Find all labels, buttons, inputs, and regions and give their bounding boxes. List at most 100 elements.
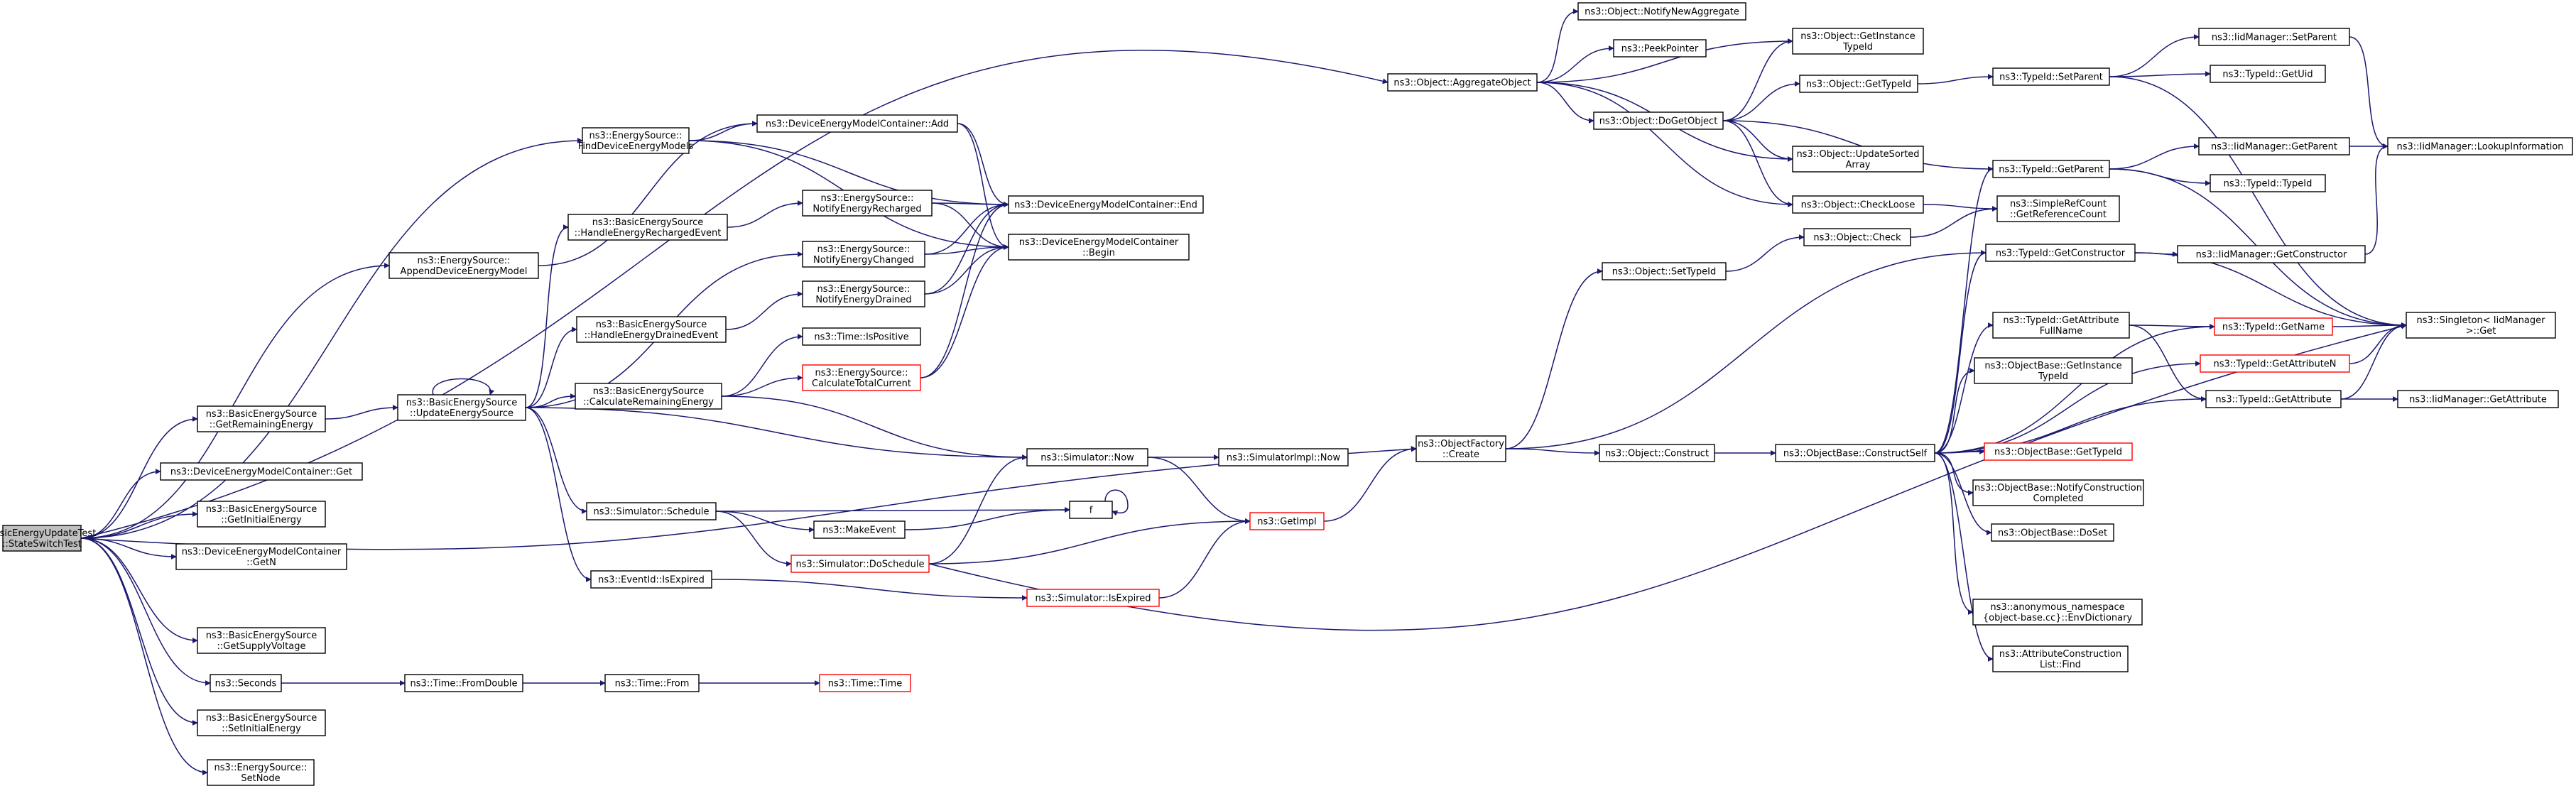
edge-demcAdd-to-demcBegin <box>957 123 1009 250</box>
edge-doGetObject-to-objGetTypeId <box>1722 81 1800 121</box>
node-box <box>197 627 326 654</box>
node-checkLoose[interactable]: ns3::Object::CheckLoose <box>1792 195 1924 214</box>
node-f[interactable]: f <box>1069 501 1113 519</box>
node-notifyNewAggregate[interactable]: ns3::Object::NotifyNewAggregate <box>1577 2 1746 21</box>
node-doGetObject[interactable]: ns3::Object::DoGetObject <box>1593 111 1724 130</box>
node-iidGetAttribute[interactable]: ns3::IidManager::GetAttribute <box>2397 390 2559 408</box>
node-label: ns3::Object::DoGetObject <box>1599 116 1718 127</box>
node-getInitEnergy[interactable]: ns3::BasicEnergySource::GetInitialEnergy <box>197 501 326 528</box>
node-envDictionary[interactable]: ns3::anonymous_namespace{object-base.cc}… <box>1972 599 2143 626</box>
node-typeIdGetAttribute[interactable]: ns3::TypeId::GetAttribute <box>2205 390 2342 408</box>
node-label: ns3::TypeId::TypeId <box>2224 179 2313 190</box>
edge-typeIdSetParent-to-singletonGet <box>2109 76 2407 328</box>
node-notifyChanged[interactable]: ns3::EnergySource::NotifyEnergyChanged <box>802 241 925 268</box>
node-typeIdSetParent[interactable]: ns3::TypeId::SetParent <box>1992 67 2110 86</box>
node-demcGet[interactable]: ns3::DeviceEnergyModelContainer::Get <box>160 462 363 481</box>
node-getSupplyV[interactable]: ns3::BasicEnergySource::GetSupplyVoltage <box>197 627 326 654</box>
node-setTypeId[interactable]: ns3::Object::SetTypeId <box>1602 262 1727 280</box>
node-simSchedule[interactable]: ns3::Simulator::Schedule <box>586 502 717 520</box>
node-box <box>1991 523 2114 542</box>
node-makeEvent[interactable]: ns3::MakeEvent <box>813 520 906 539</box>
node-updateES[interactable]: ns3::BasicEnergySource::UpdateEnergySour… <box>397 394 526 421</box>
node-objCheck[interactable]: ns3::Object::Check <box>1803 228 1911 246</box>
edge-getAttributeN-to-singletonGet <box>2349 322 2407 364</box>
node-obGetTypeId[interactable]: ns3::ObjectBase::GetTypeId <box>1984 442 2133 461</box>
node-calcRemEnergy[interactable]: ns3::BasicEnergySource::CalculateRemaini… <box>575 383 722 410</box>
edge-notifyChanged-to-demcBegin <box>924 244 1009 255</box>
node-fromDouble[interactable]: ns3::Time::FromDouble <box>404 674 523 692</box>
node-doSet[interactable]: ns3::ObjectBase::DoSet <box>1991 523 2114 542</box>
node-label: ns3::ObjectBase::ConstructSelf <box>1783 449 1928 459</box>
node-demcBegin[interactable]: ns3::DeviceEnergyModelContainer::Begin <box>1008 234 1190 261</box>
node-getReferenceCount[interactable]: ns3::SimpleRefCount::GetReferenceCount <box>1996 195 2120 222</box>
node-typeIdTypeId[interactable]: ns3::TypeId::TypeId <box>2210 174 2326 192</box>
node-root[interactable]: BasicEnergyUpdateTest::StateSwitchTest <box>0 525 96 552</box>
node-box <box>1996 195 2120 222</box>
node-box <box>1985 244 2136 262</box>
node-peekPointer[interactable]: ns3::PeekPointer <box>1613 39 1707 58</box>
node-appendDEM[interactable]: ns3::EnergySource::AppendDeviceEnergyMod… <box>388 252 539 279</box>
node-simImplNow[interactable]: ns3::SimulatorImpl::Now <box>1218 448 1349 467</box>
node-getRemEnergy[interactable]: ns3::BasicEnergySource::GetRemainingEner… <box>197 405 326 432</box>
node-simIsExpired[interactable]: ns3::Simulator::IsExpired <box>1026 589 1160 607</box>
node-typeIdGetConstructor[interactable]: ns3::TypeId::GetConstructor <box>1985 244 2136 262</box>
node-label: ns3::Simulator::DoSchedule <box>795 560 924 570</box>
node-findDEM[interactable]: ns3::EnergySource::FindDeviceEnergyModel… <box>578 127 694 154</box>
edge-root-to-aggregateObject <box>80 50 1388 539</box>
node-objConstruct[interactable]: ns3::Object::Construct <box>1599 444 1715 462</box>
node-box <box>1775 444 1935 462</box>
node-timeTime[interactable]: ns3::Time::Time <box>819 674 911 692</box>
node-label: ns3::Object::GetTypeId <box>1806 80 1911 90</box>
node-iidSetParent[interactable]: ns3::IidManager::SetParent <box>2198 28 2350 46</box>
node-setNode[interactable]: ns3::EnergySource::SetNode <box>207 759 315 786</box>
node-eventIsExpired[interactable]: ns3::EventId::IsExpired <box>590 570 712 589</box>
node-isPositive[interactable]: ns3::Time::IsPositive <box>802 327 921 346</box>
node-label: ::GetSupplyVoltage <box>217 641 306 652</box>
node-singletonGet[interactable]: ns3::Singleton< IidManager>::Get <box>2406 312 2556 339</box>
edge-simDoSchedule-to-getImpl <box>928 518 1251 564</box>
node-objFactoryCreate[interactable]: ns3::ObjectFactory::Create <box>1415 435 1506 462</box>
node-notifyRecharged[interactable]: ns3::EnergySource::NotifyEnergyRecharged <box>802 190 933 217</box>
node-handleRecharged[interactable]: ns3::BasicEnergySource::HandleEnergyRech… <box>567 214 728 241</box>
node-label: NotifyEnergyDrained <box>815 295 911 305</box>
node-notifyDrained[interactable]: ns3::EnergySource::NotifyEnergyDrained <box>802 280 925 307</box>
node-setInitEnergy[interactable]: ns3::BasicEnergySource::SetInitialEnergy <box>197 709 326 736</box>
node-notifyConstructionCompleted[interactable]: ns3::ObjectBase::NotifyConstructionCompl… <box>1972 479 2144 506</box>
node-typeIdGetParent[interactable]: ns3::TypeId::GetParent <box>1992 160 2110 178</box>
node-calcTotalCurrent[interactable]: ns3::EnergySource::CalculateTotalCurrent <box>802 364 921 391</box>
node-label: ns3::Object::Check <box>1813 233 1901 244</box>
node-box <box>210 674 282 692</box>
node-simNow[interactable]: ns3::Simulator::Now <box>1026 448 1148 467</box>
node-simDoSchedule[interactable]: ns3::Simulator::DoSchedule <box>790 555 930 573</box>
node-typeIdGetUid[interactable]: ns3::TypeId::GetUid <box>2210 65 2326 83</box>
node-objGetTypeId[interactable]: ns3::Object::GetTypeId <box>1799 75 1918 93</box>
node-box <box>197 405 326 432</box>
node-iidLookupInformation[interactable]: ns3::IidManager::LookupInformation <box>2387 137 2573 156</box>
node-timeFrom[interactable]: ns3::Time::From <box>604 674 700 692</box>
node-handleDrained[interactable]: ns3::BasicEnergySource::HandleEnergyDrai… <box>576 316 727 343</box>
node-label: ns3::Object::GetInstance <box>1800 31 1915 42</box>
edge-getAttributeFullName-to-typeIdGetName <box>2129 323 2215 329</box>
node-box <box>2214 317 2333 336</box>
node-getImpl[interactable]: ns3::GetImpl <box>1249 512 1325 530</box>
node-iidGetParent[interactable]: ns3::IidManager::GetParent <box>2198 137 2350 156</box>
node-demcAdd[interactable]: ns3::DeviceEnergyModelContainer::Add <box>756 114 958 133</box>
node-label: NotifyEnergyRecharged <box>813 204 921 214</box>
node-label: Array <box>1845 160 1870 170</box>
node-iidGetConstructor[interactable]: ns3::IidManager::GetConstructor <box>2177 245 2366 263</box>
node-getAttributeN[interactable]: ns3::TypeId::GetAttributeN <box>2200 354 2350 373</box>
node-demcEnd[interactable]: ns3::DeviceEnergyModelContainer::End <box>1008 195 1204 214</box>
node-demcGetN[interactable]: ns3::DeviceEnergyModelContainer::GetN <box>175 543 347 570</box>
node-label: ::GetN <box>246 557 276 568</box>
node-label: ns3::TypeId::GetParent <box>1999 165 2104 175</box>
node-aggregateObject[interactable]: ns3::Object::AggregateObject <box>1387 73 1538 92</box>
node-typeIdGetName[interactable]: ns3::TypeId::GetName <box>2214 317 2333 336</box>
node-constructSelf[interactable]: ns3::ObjectBase::ConstructSelf <box>1775 444 1935 462</box>
node-box <box>1792 28 1924 55</box>
node-seconds[interactable]: ns3::Seconds <box>210 674 282 692</box>
